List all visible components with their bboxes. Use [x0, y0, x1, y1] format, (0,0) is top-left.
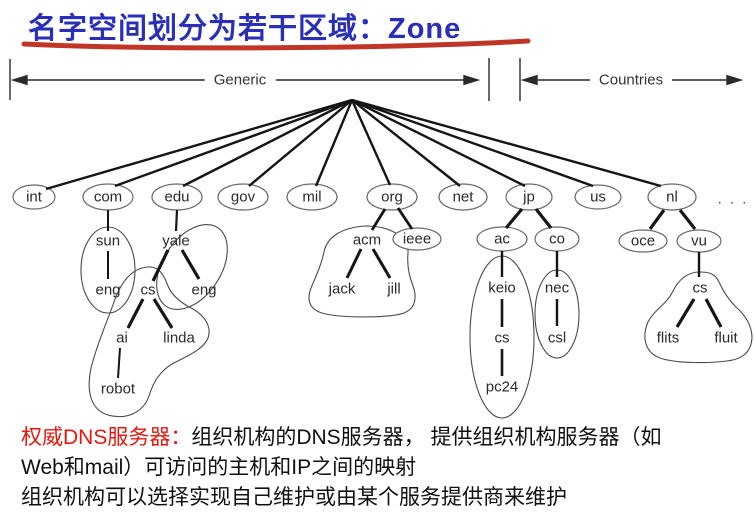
- tree-node-jack: jack: [328, 280, 356, 298]
- tree-node-eng-yale: eng: [191, 281, 217, 299]
- tree-node-jill: jill: [387, 280, 401, 298]
- node-ovals: [12, 183, 722, 253]
- tree-node-cs-keio: cs: [494, 329, 510, 347]
- footer-line-1-rest: 组织机构的DNS服务器， 提供组织机构服务器（如: [191, 426, 662, 449]
- tree-node-acm: acm: [352, 231, 382, 249]
- tree-node-co: co: [549, 230, 565, 248]
- zone-acm: [308, 225, 416, 318]
- tree-node-vu: vu: [691, 232, 707, 250]
- tree-node-ieee: ieee: [402, 230, 432, 248]
- tree-node-fluit: fluit: [714, 329, 738, 347]
- tree-node-cs-yale: cs: [140, 281, 156, 299]
- region-label-generic: Generic: [204, 71, 276, 89]
- zone-blobs: [80, 223, 753, 419]
- footer-lead: 权威DNS服务器：: [21, 426, 192, 449]
- tree-node-nec: nec: [544, 279, 570, 297]
- tree-node-sun: sun: [95, 232, 121, 250]
- tree-node-net: net: [452, 188, 474, 206]
- tree-node-us: us: [590, 188, 606, 206]
- tree-node-oce: oce: [630, 232, 656, 250]
- tree-node-eng-sun: eng: [95, 281, 121, 299]
- title-underline: [21, 38, 531, 51]
- tree-ellipsis: . . .: [717, 190, 749, 208]
- zone-yale-cs: [88, 266, 210, 418]
- tree-node-flits: flits: [656, 329, 680, 347]
- page-title: 名字空间划分为若干区域：Zone: [28, 13, 462, 45]
- tree-node-linda: linda: [163, 329, 195, 347]
- tree-node-yale: yale: [162, 232, 190, 250]
- tree-node-ai: ai: [116, 329, 128, 347]
- footer-line-3: 组织机构可以选择实现自己维护或由某个服务提供商来维护: [21, 486, 567, 509]
- tree-node-nl: nl: [666, 188, 678, 206]
- tree-node-com: com: [93, 188, 123, 206]
- tree-node-keio: keio: [488, 279, 516, 297]
- tree-node-int: int: [26, 188, 42, 206]
- tree-node-robot: robot: [100, 380, 136, 398]
- footer-text: 权威DNS服务器：组织机构的DNS服务器， 提供组织机构服务器（如 Web和ma…: [21, 423, 745, 513]
- zone-vu-cs: [644, 271, 753, 364]
- tree-node-jp: jp: [523, 188, 535, 206]
- footer-line-1: 权威DNS服务器：组织机构的DNS服务器， 提供组织机构服务器（如: [21, 423, 745, 453]
- tree-node-org: org: [381, 188, 403, 206]
- footer-line-2: Web和mail）可访问的主机和IP之间的映射: [21, 456, 417, 479]
- tree-node-ac: ac: [494, 230, 510, 248]
- tree-node-csl: csl: [547, 329, 567, 347]
- tree-node-mil: mil: [302, 188, 322, 206]
- tree-node-edu: edu: [164, 188, 190, 206]
- tree-edges: [45, 98, 723, 379]
- tree-node-gov: gov: [230, 188, 256, 206]
- tree-node-pc24: pc24: [485, 378, 519, 396]
- region-label-countries: Countries: [589, 71, 673, 89]
- tree-node-cs-vu: cs: [692, 279, 708, 297]
